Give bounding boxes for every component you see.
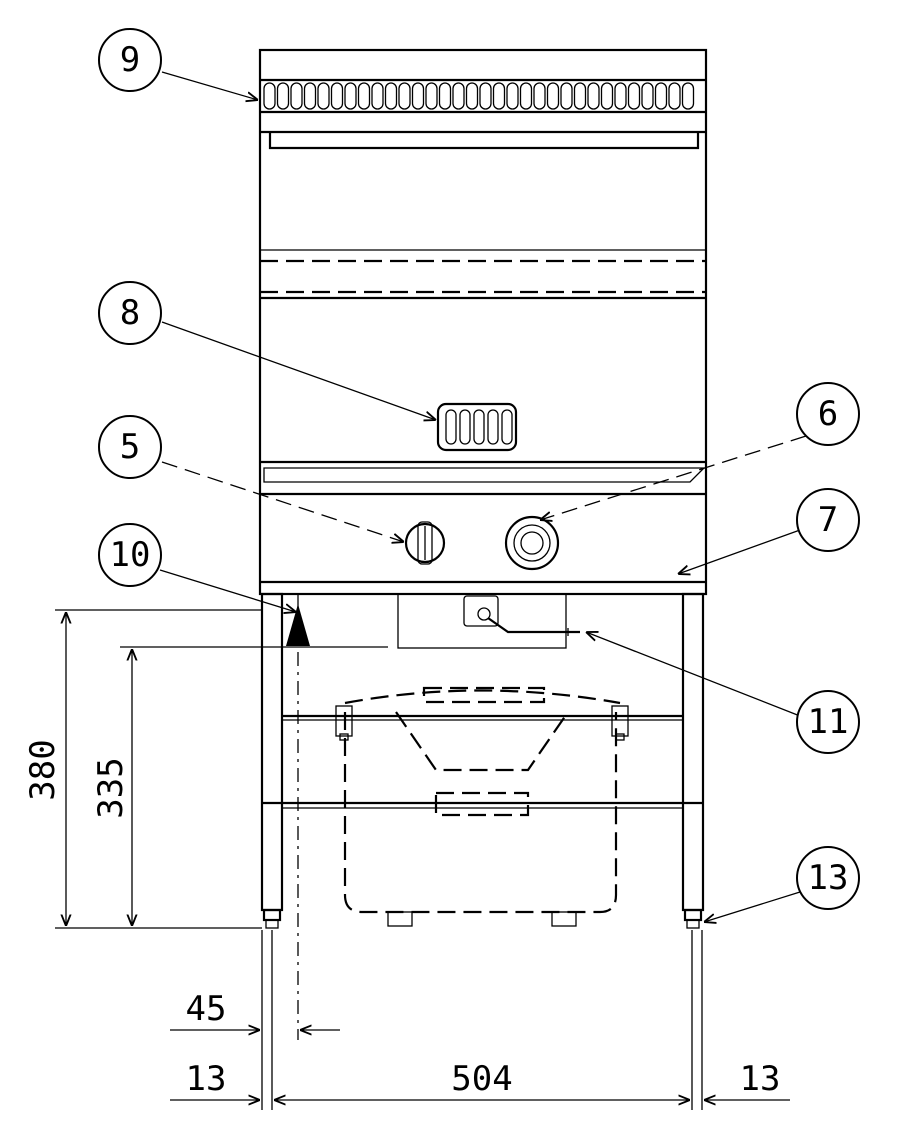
callout-9: 9	[98, 28, 162, 92]
ignition-button	[504, 515, 560, 571]
louver-slot	[641, 82, 654, 110]
louver-slot	[587, 82, 600, 110]
louver-slot	[627, 82, 641, 110]
louver-slot	[425, 82, 438, 110]
louver-slot	[519, 82, 533, 110]
dimension-labels: 380 335 45 13 504 13	[23, 739, 780, 1099]
callout-13: 13	[796, 846, 860, 910]
louver-slot	[344, 82, 357, 110]
louver-slot	[452, 82, 465, 110]
svg-text:11: 11	[808, 702, 849, 742]
louver-slot	[330, 82, 344, 110]
front-vent-grille	[436, 402, 518, 452]
dim-335-label: 335	[91, 757, 131, 818]
louver-slot	[465, 82, 479, 110]
svg-text:8: 8	[120, 293, 140, 333]
louver-slot	[492, 82, 506, 110]
control-knob	[404, 521, 446, 565]
top-vent-louvers	[263, 82, 695, 110]
callout-5: 5	[98, 415, 162, 479]
louver-slot	[681, 82, 695, 110]
louver-slot	[317, 82, 330, 110]
callout-6: 6	[796, 382, 860, 446]
louver-slot	[506, 82, 519, 110]
louver-slot	[546, 82, 560, 110]
callout-8: 8	[98, 281, 162, 345]
legs-frame	[260, 592, 705, 929]
louver-slot	[438, 82, 452, 110]
leader-lines	[159, 71, 807, 922]
louver-slot	[668, 82, 681, 110]
dim-504-label: 504	[451, 1059, 512, 1099]
svg-text:6: 6	[818, 394, 838, 434]
louver-slot	[357, 82, 371, 110]
svg-text:5: 5	[120, 427, 140, 467]
dim-13-left-label: 13	[186, 1059, 227, 1099]
gas-inlet	[397, 593, 580, 649]
fryer-body	[258, 48, 708, 596]
louver-slot	[654, 82, 668, 110]
gas-supply-marker	[286, 594, 310, 1040]
louver-slot	[479, 82, 492, 110]
louver-slot	[411, 82, 425, 110]
louver-slot	[290, 82, 303, 110]
louver-slot	[573, 82, 587, 110]
svg-text:10: 10	[110, 535, 151, 575]
dimension-lines	[55, 609, 790, 1110]
dim-45-label: 45	[186, 989, 227, 1029]
svg-text:7: 7	[818, 500, 838, 540]
louver-slot	[276, 82, 290, 110]
dim-380-label: 380	[23, 739, 63, 800]
louver-slot	[614, 82, 627, 110]
callout-11: 11	[796, 690, 860, 754]
louver-slot	[398, 82, 411, 110]
dim-13-right-label: 13	[740, 1059, 781, 1099]
louver-slot	[303, 82, 317, 110]
louver-slot	[533, 82, 546, 110]
louver-slot	[263, 82, 276, 110]
louver-slot	[384, 82, 398, 110]
svg-text:9: 9	[120, 40, 140, 80]
svg-text:13: 13	[808, 858, 849, 898]
louver-slot	[560, 82, 573, 110]
callout-7: 7	[796, 488, 860, 552]
louver-slot	[371, 82, 384, 110]
louver-slot	[600, 82, 614, 110]
oil-pan	[335, 686, 629, 927]
callout-10: 10	[98, 523, 162, 587]
